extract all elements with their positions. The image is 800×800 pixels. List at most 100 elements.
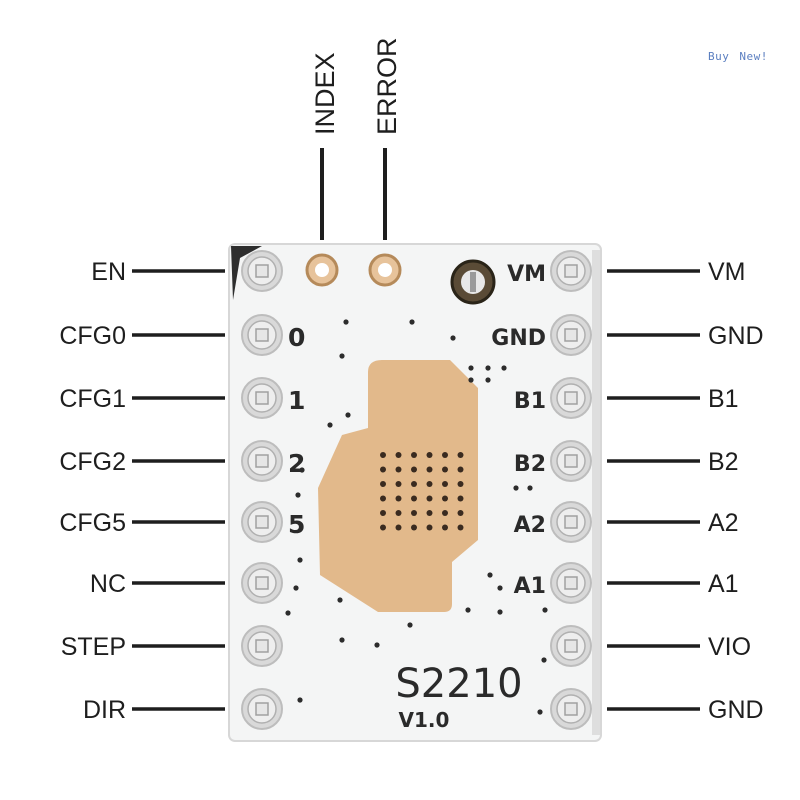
thermal-via <box>442 481 448 487</box>
thermal-via <box>411 481 417 487</box>
thermal-via <box>395 495 402 502</box>
board-via <box>450 335 456 341</box>
thermal-via <box>442 495 448 502</box>
pcb-corner-notch <box>231 246 262 300</box>
error-pad-hole <box>378 263 392 277</box>
left-pin-2 <box>241 377 283 419</box>
right-pin-label-5: A1 <box>708 570 739 598</box>
thermal-via <box>426 466 433 473</box>
version-silkscreen: V1.0 <box>399 708 450 732</box>
right-silk-2: B1 <box>514 389 546 414</box>
board-via <box>327 422 333 428</box>
thermal-via <box>426 524 433 531</box>
right-pin-1 <box>550 314 592 356</box>
board-via <box>497 585 503 591</box>
left-pin-label-0: EN <box>91 258 126 286</box>
via-dots <box>285 319 548 715</box>
thermal-via <box>457 481 464 487</box>
board-via <box>487 572 493 578</box>
thermal-via <box>395 524 402 531</box>
board-via <box>541 657 547 663</box>
right-silk-3: B2 <box>514 452 546 477</box>
pin-group <box>241 250 592 730</box>
thermal-via <box>411 524 417 531</box>
right-pin-label-2: B1 <box>708 385 739 413</box>
right-pin-label-1: GND <box>708 322 764 350</box>
thermal-via <box>457 510 464 516</box>
right-pin-4 <box>550 501 592 543</box>
board-via <box>297 557 303 563</box>
left-pin-4 <box>241 501 283 543</box>
left-pin-1 <box>241 314 283 356</box>
right-silk-5: A1 <box>514 574 546 599</box>
thermal-via <box>426 452 433 458</box>
left-pin-label-5: NC <box>90 570 126 598</box>
board-via <box>337 597 343 603</box>
board-via <box>293 585 299 591</box>
buy-text: Buy <box>708 50 730 63</box>
thermal-via <box>411 452 417 458</box>
board-via <box>343 319 349 325</box>
board-via <box>339 353 345 359</box>
thermal-via <box>380 481 386 487</box>
board-via <box>465 607 471 613</box>
board-via <box>299 467 305 473</box>
board-via <box>297 697 303 703</box>
thermal-via <box>411 495 417 502</box>
thermal-via <box>426 495 433 502</box>
thermal-via <box>457 524 464 531</box>
left-pin-3 <box>241 440 283 482</box>
right-pin-label-4: A2 <box>708 509 739 537</box>
right-pin-label-3: B2 <box>708 448 739 476</box>
thermal-via <box>442 452 448 458</box>
thermal-via <box>442 524 448 531</box>
board-via <box>527 485 533 491</box>
index-pad-hole <box>315 263 329 277</box>
left-silk-2: 1 <box>288 386 305 415</box>
right-silk-4: A2 <box>514 513 546 538</box>
right-pin-2 <box>550 377 592 419</box>
board-via <box>285 610 291 616</box>
right-pin-7 <box>550 688 592 730</box>
board-via <box>345 412 351 418</box>
board-via <box>295 492 301 498</box>
board-via <box>537 709 543 715</box>
left-pin-label-1: CFG0 <box>59 322 126 350</box>
thermal-via <box>395 452 402 458</box>
left-silk-4: 5 <box>288 510 305 539</box>
board-via <box>542 607 548 613</box>
right-pin-6 <box>550 625 592 667</box>
board-via <box>339 637 345 643</box>
board-via <box>497 609 503 615</box>
thermal-via <box>380 466 386 473</box>
potentiometer-slot <box>470 272 476 292</box>
left-pin-label-7: DIR <box>83 696 126 724</box>
left-pin-5 <box>241 562 283 604</box>
error-label: ERROR <box>372 37 402 135</box>
right-pin-0 <box>550 250 592 292</box>
thermal-via <box>457 452 464 458</box>
thermal-via <box>411 510 417 516</box>
right-pin-label-6: VIO <box>708 633 751 661</box>
left-pin-0 <box>241 250 283 292</box>
board-via <box>409 319 415 325</box>
right-pin-3 <box>550 440 592 482</box>
left-pin-label-3: CFG2 <box>59 448 126 476</box>
left-pin-label-2: CFG1 <box>59 385 126 413</box>
pcb-shadow-edge <box>592 250 600 735</box>
thermal-via <box>411 466 417 473</box>
left-pin-6 <box>241 625 283 667</box>
thermal-via <box>457 466 464 473</box>
left-silk-3: 2 <box>288 449 305 478</box>
thermal-via <box>426 481 433 487</box>
board-via <box>501 365 507 371</box>
thermal-via <box>380 524 386 531</box>
board-via <box>374 642 380 648</box>
right-silk-0: VM <box>507 262 546 287</box>
left-pin-label-6: STEP <box>61 633 126 661</box>
thermal-via <box>380 510 386 516</box>
board-via <box>468 365 474 371</box>
left-pin-label-4: CFG5 <box>59 509 126 537</box>
